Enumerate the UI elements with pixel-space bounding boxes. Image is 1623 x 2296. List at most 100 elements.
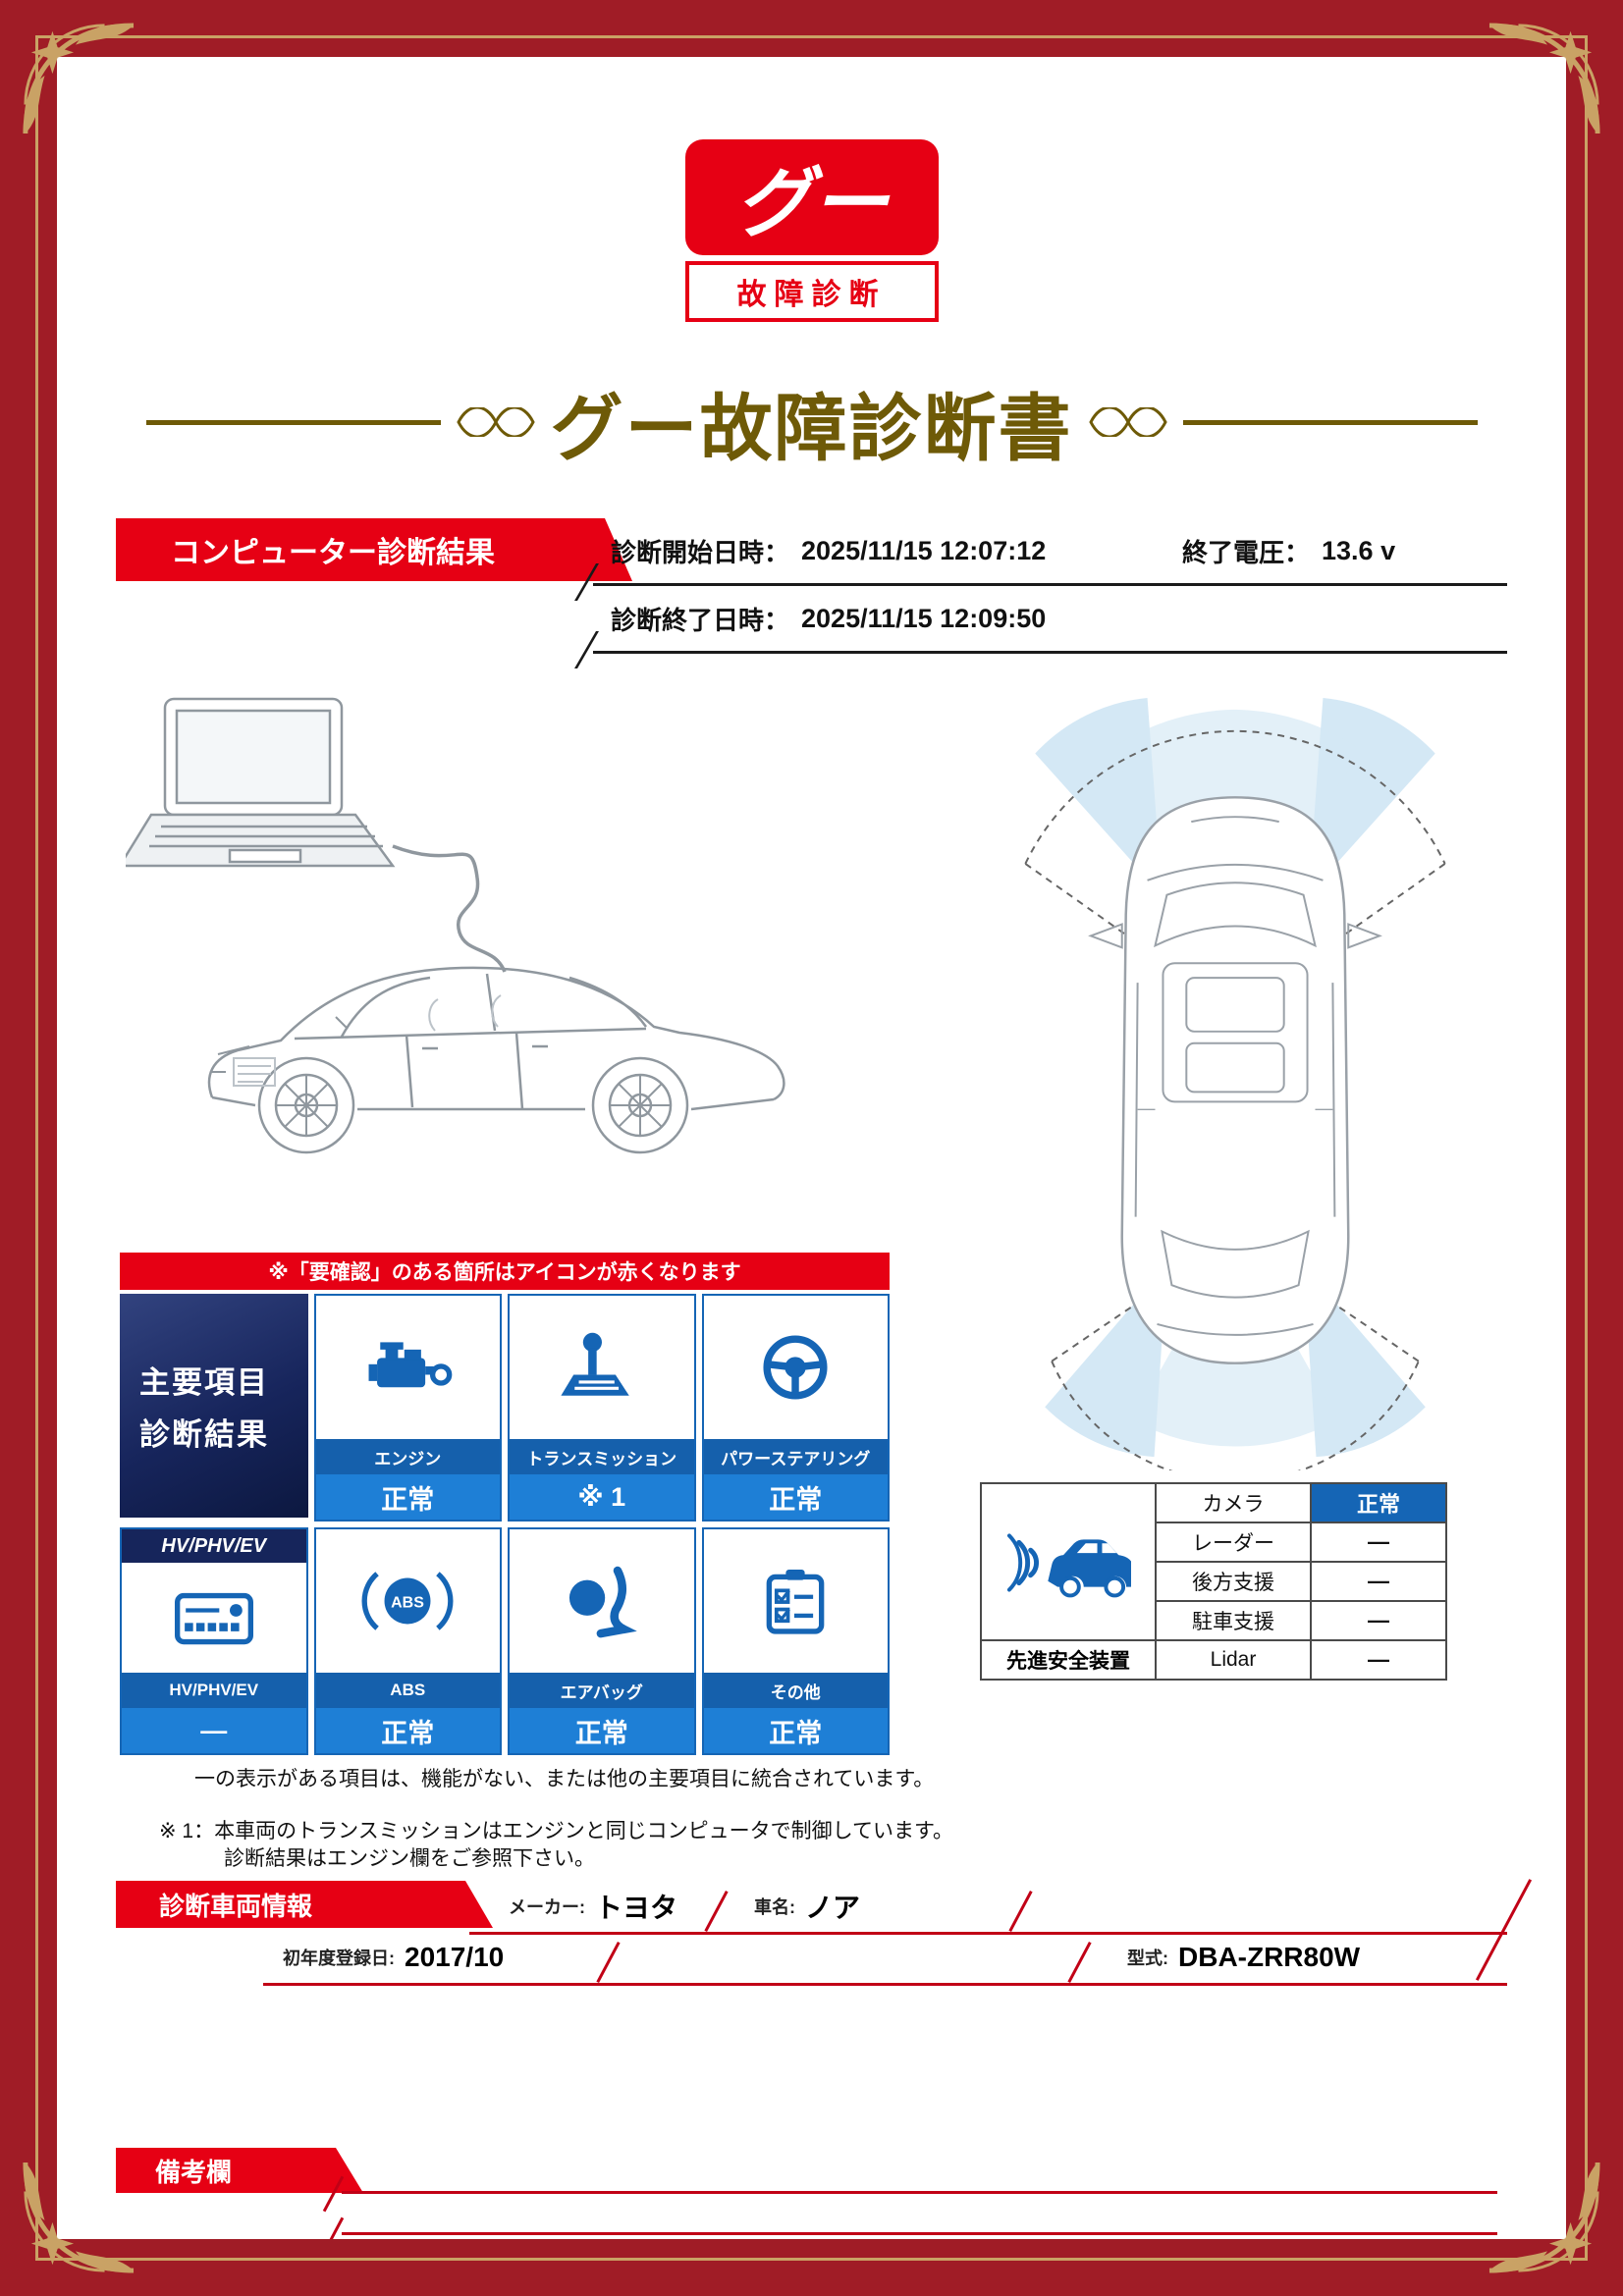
transmission-cell: トランスミッション ※ 1	[508, 1294, 696, 1522]
goo-logo-caption: 故障診断	[684, 261, 939, 322]
airbag-label: エアバッグ	[510, 1673, 694, 1708]
transmission-footnote: ※ 1：本車両のトランスミッションはエンジンと同じコンピュータで制御しています。…	[159, 1818, 953, 1874]
safety-status: ―	[1368, 1569, 1389, 1593]
hv-phv-ev-cell: HV/PHV/EV HV/PHV/EV ―	[120, 1527, 308, 1755]
divider-slash	[1008, 1890, 1033, 1933]
divider-slash	[704, 1890, 729, 1933]
vehicle-row-1: メーカー: トヨタ 車名: ノア	[469, 1879, 1533, 1981]
grid-header-line2: 診断結果	[139, 1417, 269, 1452]
safety-row-rear-support: 後方支援 ―	[1157, 1561, 1445, 1600]
diagnosis-end-row: 診断終了日時： 2025/11/15 12:09:50	[574, 586, 1507, 668]
gold-frame	[35, 35, 1588, 2261]
maker-label: メーカー:	[509, 1897, 585, 1917]
model-code-value: DBA-ZRR80W	[1178, 1942, 1361, 1972]
transmission-icon	[510, 1296, 694, 1439]
maker-value: トヨタ	[595, 1893, 678, 1923]
safety-row-parking-support: 駐車支援 ―	[1157, 1600, 1445, 1639]
car-name-value: ノア	[805, 1893, 861, 1923]
corner-ornament-bottom-left	[20, 2161, 135, 2276]
hv-phv-ev-status: ―	[122, 1708, 306, 1753]
car-name-field: 車名: ノア	[754, 1881, 860, 1932]
title-flourish-right	[1088, 407, 1167, 437]
transmission-status: ※ 1	[510, 1474, 694, 1520]
grid-header-cell: 主要項目 診断結果	[120, 1294, 308, 1518]
checklist-icon	[704, 1529, 889, 1673]
goo-logo-mark: グー	[684, 139, 939, 255]
hv-meter-icon	[122, 1563, 306, 1673]
end-voltage-label: 終了電圧：	[1182, 537, 1311, 567]
main-diagnosis-grid: 主要項目 診断結果	[120, 1294, 890, 1755]
car-diagnostic-illustration	[126, 685, 911, 1235]
report-content: グー 故障診断 グー故障診断書 コンピューター診断結果 診断開始日時： 2025…	[57, 57, 1566, 2239]
safety-name: Lidar	[1157, 1641, 1312, 1679]
attention-notice-strip: ※「要確認」のある箇所はアイコンが赤くなります	[120, 1253, 890, 1290]
abs-cell: ABS ABS 正常	[313, 1527, 502, 1755]
transmission-label: トランスミッション	[510, 1439, 694, 1474]
model-code-field: 型式: DBA-ZRR80W	[1127, 1932, 1360, 1983]
vehicle-row-2: 初年度登録日: 2017/10 型式: DBA-ZRR80W	[263, 1932, 1507, 1986]
divider-slash	[322, 2216, 345, 2239]
diagnosis-rows: 診断開始日時： 2025/11/15 12:07:12 終了電圧： 13.6 v…	[574, 518, 1507, 668]
engine-label: エンジン	[315, 1439, 500, 1474]
first-registration-label: 初年度登録日:	[283, 1949, 395, 1968]
others-status: 正常	[703, 1708, 888, 1753]
corner-ornament-top-left	[20, 20, 135, 135]
computer-diagnosis-section: コンピューター診断結果 診断開始日時： 2025/11/15 12:07:12 …	[116, 518, 1507, 668]
model-code-label: 型式:	[1127, 1949, 1168, 1968]
divider-slash	[596, 1941, 621, 1984]
goo-logo: グー 故障診断	[684, 139, 939, 322]
engine-icon	[316, 1296, 501, 1439]
divider-slash	[1067, 1941, 1092, 1984]
airbag-cell: エアバッグ 正常	[508, 1527, 696, 1755]
safety-status: ―	[1368, 1529, 1389, 1554]
car-name-label: 車名:	[754, 1897, 795, 1917]
end-voltage: 終了電圧： 13.6 v	[1182, 533, 1395, 569]
start-datetime-value: 2025/11/15 12:07:12	[801, 535, 1047, 565]
corner-ornament-top-right	[1488, 20, 1603, 135]
hv-band-label: HV/PHV/EV	[122, 1529, 306, 1563]
safety-status: ―	[1368, 1647, 1389, 1672]
others-cell: その他 正常	[701, 1527, 890, 1755]
svg-text:ABS: ABS	[391, 1594, 424, 1611]
safety-name: レーダー	[1157, 1523, 1312, 1561]
safety-name: カメラ	[1157, 1484, 1312, 1522]
car-sensor-coverage-illustration	[990, 690, 1481, 1470]
title-rule-left	[145, 419, 441, 425]
power-steering-status: 正常	[703, 1474, 888, 1520]
row-slash	[574, 631, 599, 668]
sensing-car-icon	[982, 1484, 1155, 1639]
abs-label: ABS	[315, 1673, 500, 1708]
diagnosis-start-row: 診断開始日時： 2025/11/15 12:07:12 終了電圧： 13.6 v	[574, 518, 1507, 601]
advanced-safety-table: カメラ 正常 レーダー ― 後方支援 ― 駐車支援 ― Lidar ―	[1157, 1484, 1445, 1679]
safety-row-camera: カメラ 正常	[1157, 1484, 1445, 1522]
first-registration-value: 2017/10	[405, 1942, 505, 1972]
page-title: グー故障診断書	[550, 387, 1073, 469]
hv-phv-ev-label: HV/PHV/EV	[122, 1673, 306, 1708]
footnote-line2: 診断結果はエンジン欄をご参照下さい。	[224, 1847, 595, 1871]
airbag-status: 正常	[510, 1708, 694, 1753]
power-steering-label: パワーステアリング	[703, 1439, 888, 1474]
dash-explanation-note: 一の表示がある項目は、機能がない、または他の主要項目に統合されています。	[194, 1768, 935, 1790]
remarks-line-2	[322, 2216, 1497, 2239]
airbag-icon	[510, 1529, 694, 1673]
maker-field: メーカー: トヨタ	[509, 1881, 677, 1932]
advanced-safety-panel: 先進安全装置 カメラ 正常 レーダー ― 後方支援 ― 駐車支援 ―	[980, 1482, 1447, 1681]
advanced-safety-left: 先進安全装置	[982, 1484, 1157, 1679]
vehicle-info-section: 診断車両情報 メーカー: トヨタ 車名: ノア 初年度登録日: 2017/10	[116, 1879, 1533, 1997]
safety-name: 駐車支援	[1157, 1602, 1312, 1639]
footnote-line1: ※ 1：本車両のトランスミッションはエンジンと同じコンピュータで制御しています。	[159, 1820, 953, 1842]
computer-diagnosis-banner: コンピューター診断結果	[116, 518, 632, 581]
advanced-safety-label: 先進安全装置	[982, 1639, 1155, 1679]
vehicle-info-banner: 診断車両情報	[116, 1881, 493, 1928]
start-datetime-label: 診断開始日時：	[611, 537, 790, 567]
remarks-line-1	[322, 2175, 1497, 2213]
safety-row-radar: レーダー ―	[1157, 1522, 1445, 1561]
safety-status: 正常	[1312, 1484, 1445, 1522]
title-flourish-left	[456, 407, 535, 437]
remarks-banner: 備考欄	[116, 2148, 363, 2193]
end-voltage-value: 13.6 v	[1322, 535, 1396, 565]
safety-name: 後方支援	[1157, 1563, 1312, 1600]
abs-status: 正常	[315, 1708, 500, 1753]
power-steering-cell: パワーステアリング 正常	[701, 1294, 890, 1522]
